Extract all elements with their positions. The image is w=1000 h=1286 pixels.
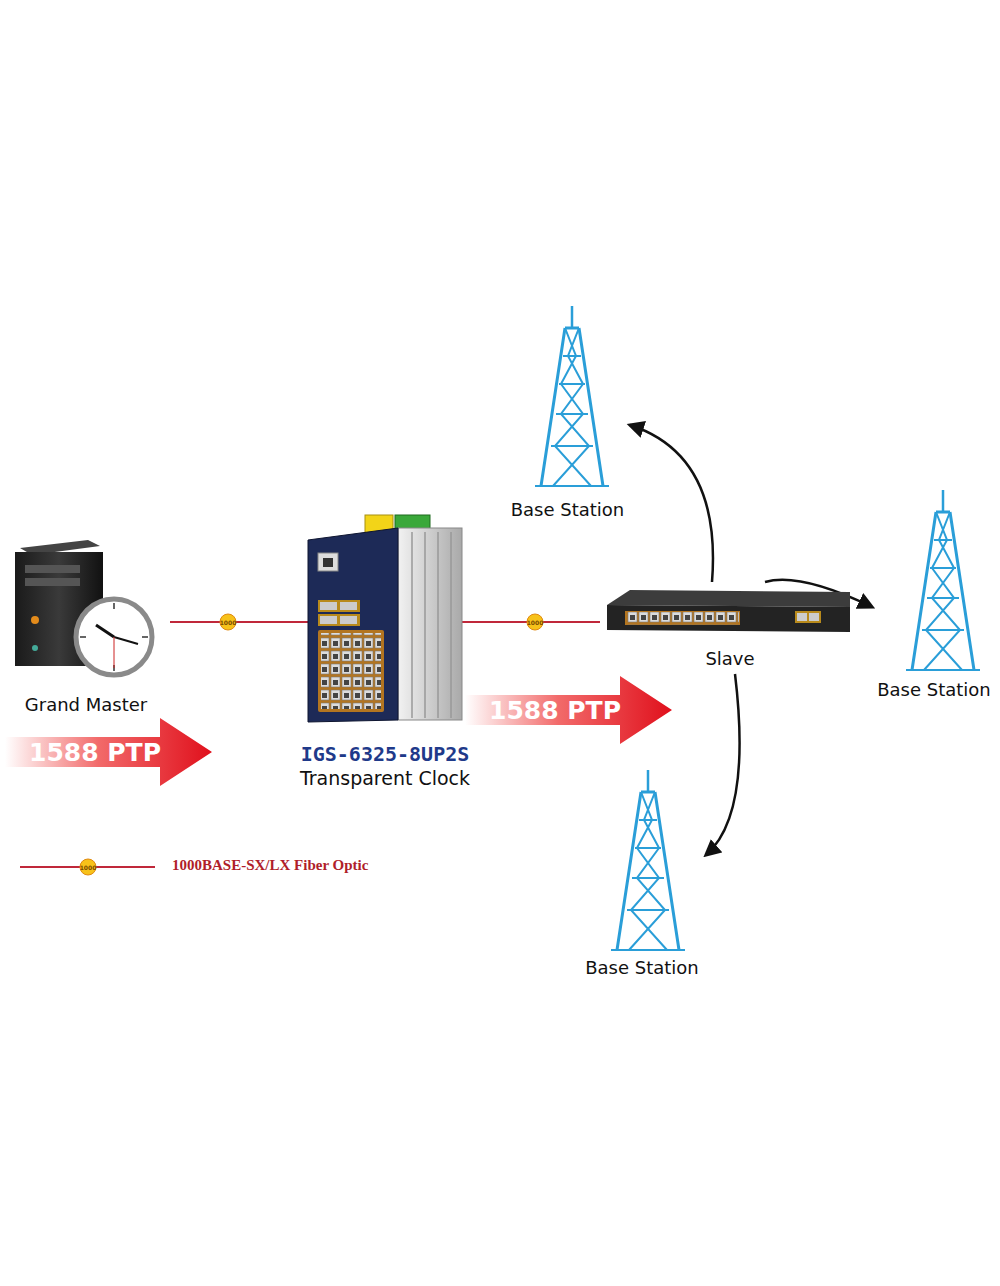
slave-switch-icon	[607, 590, 850, 632]
fiber-stub	[280, 621, 308, 623]
device-node: IGS-6325-8UP2STransparent Clock	[285, 505, 485, 795]
dot-label: 1000	[80, 864, 97, 871]
dot-label: 1000	[527, 619, 544, 626]
device-label: Base Station	[877, 679, 991, 702]
device-label: Base Station	[511, 499, 625, 522]
server-clock-icon	[15, 540, 152, 675]
legend-text: 1000BASE-SX/LX Fiber Optic	[172, 857, 368, 874]
distribution-arrow	[706, 674, 740, 855]
device-label: Grand Master	[25, 694, 147, 717]
model-name: IGS-6325-8UP2S	[301, 742, 470, 767]
tower-icon	[611, 770, 685, 950]
tower-icon	[535, 306, 609, 486]
device-node: Base Station	[872, 485, 996, 705]
device-node: Base Station	[578, 765, 706, 983]
ptp-label: 1588 PTP	[489, 696, 621, 725]
industrial-switch-icon	[308, 515, 462, 722]
ptp-arrow	[465, 676, 672, 744]
dot-label: 1000	[220, 619, 237, 626]
ptp-label: 1588 PTP	[29, 738, 161, 767]
device-label: Transparent Clock	[300, 767, 470, 791]
fiber-dot	[527, 614, 543, 630]
fiber-stub	[460, 621, 492, 623]
device-node: Grand Master	[2, 530, 170, 720]
device-node: Slave	[600, 582, 860, 674]
ptp-arrow	[5, 718, 212, 786]
device-label: Base Station	[585, 957, 699, 980]
device-node: Base Station	[505, 300, 630, 525]
fiber-dot	[220, 614, 236, 630]
tower-icon	[906, 490, 980, 670]
distribution-arrow	[630, 425, 713, 582]
device-label: Slave	[705, 648, 754, 671]
fiber-dot	[80, 859, 96, 875]
